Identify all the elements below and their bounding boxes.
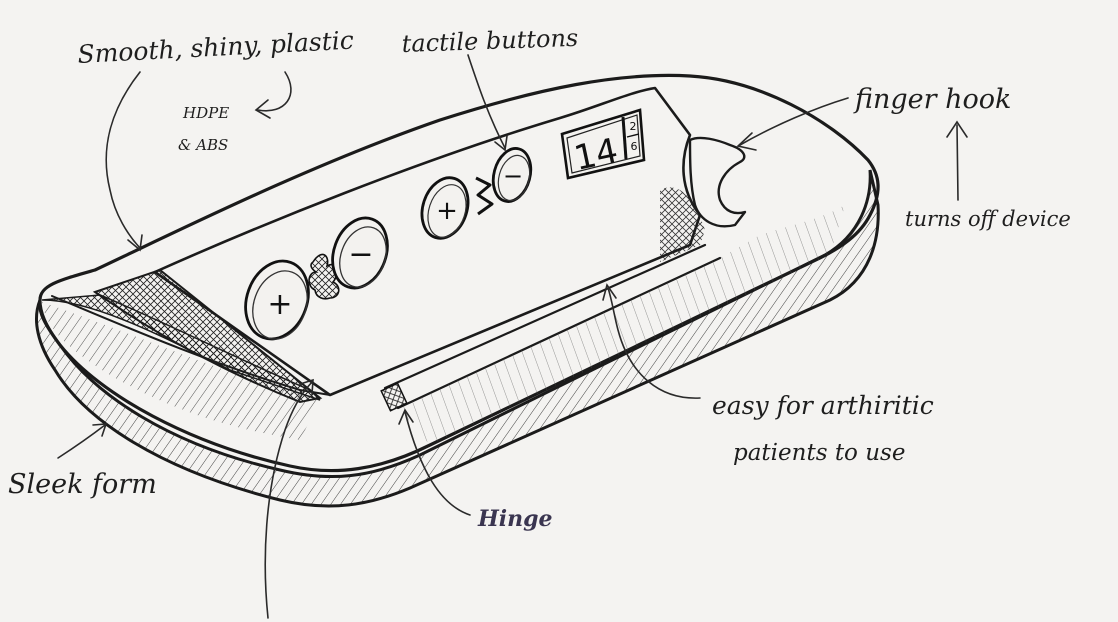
leader-sleek bbox=[58, 425, 105, 458]
label-turns-off: turns off device bbox=[905, 207, 1071, 231]
finger-hook-shadow bbox=[660, 187, 705, 262]
display-fraction-top: 2 bbox=[630, 120, 637, 133]
display-fraction-bottom: 6 bbox=[631, 140, 638, 153]
label-material: Smooth, shiny, plastic bbox=[77, 26, 355, 69]
label-hinge: Hinge bbox=[477, 506, 553, 532]
label-arthritic-line-1: easy for arthiritic bbox=[712, 391, 934, 420]
label-material-option-1: HDPE bbox=[182, 104, 229, 122]
plus-symbol: + bbox=[436, 196, 458, 226]
minus-symbol: − bbox=[348, 237, 373, 272]
finger-hook[interactable] bbox=[690, 138, 745, 226]
button-group-left: + − bbox=[235, 210, 397, 348]
level-display: 14 2 6 bbox=[562, 110, 644, 179]
minus-symbol: − bbox=[503, 162, 523, 190]
label-arthritic-line-2: patients to use bbox=[733, 440, 905, 466]
leader-material bbox=[106, 72, 140, 248]
leader-hdpe-arrowhead bbox=[256, 100, 270, 118]
label-sleek-form: Sleek form bbox=[8, 469, 157, 500]
display-value: 14 bbox=[571, 131, 622, 179]
label-finger-hook: finger hook bbox=[853, 84, 1011, 115]
intensity-minus-button[interactable]: − bbox=[488, 144, 537, 205]
plus-symbol: + bbox=[267, 287, 292, 322]
label-material-option-2: & ABS bbox=[178, 136, 228, 154]
label-tactile-buttons: tactile buttons bbox=[401, 24, 578, 58]
volume-plus-button[interactable]: + bbox=[235, 252, 319, 348]
leader-turns-off bbox=[957, 125, 958, 200]
intensity-plus-button[interactable]: + bbox=[414, 172, 475, 245]
lightning-icon bbox=[476, 178, 492, 214]
